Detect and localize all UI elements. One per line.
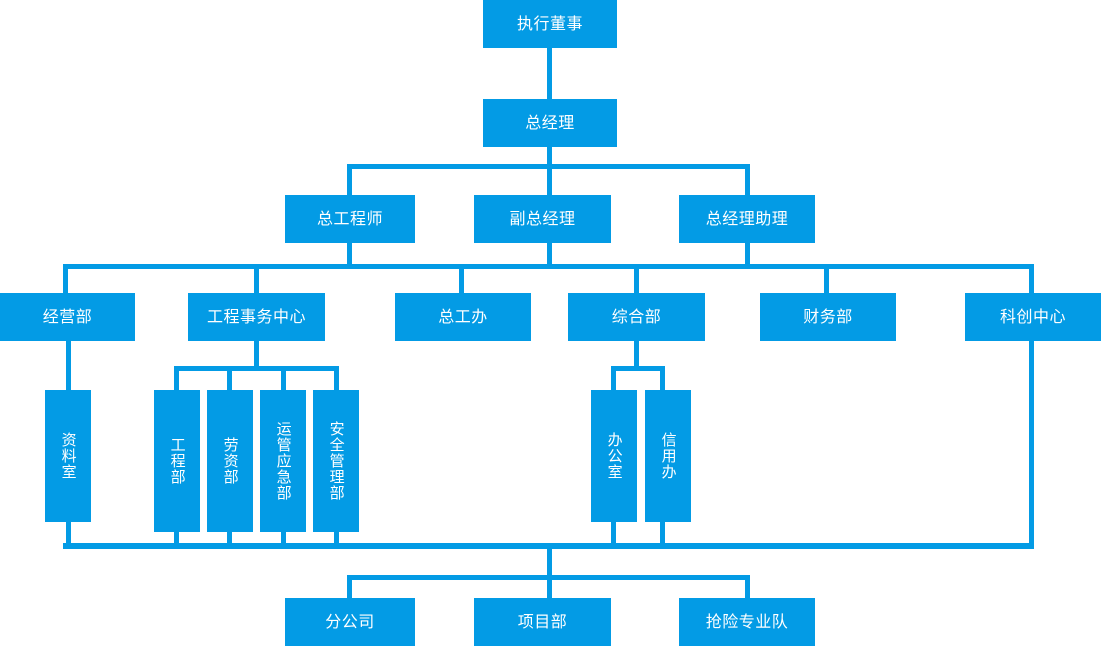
node-innovation-center[interactable]: 科创中心 [965,293,1101,341]
node-executive-director[interactable]: 执行董事 [483,0,617,48]
connector-drop-operations-dept [281,366,286,390]
node-label: 综合部 [611,306,662,326]
node-label: 项目部 [517,611,568,631]
node-label: 安全管理部 [327,421,346,501]
connector-business-to-archives [66,341,71,390]
node-label: 经营部 [42,306,93,326]
connector-l4-drop-chief-engineer-office [459,264,464,294]
connector-l4-drop-finance-dept [824,264,829,294]
node-label: 执行董事 [516,13,583,33]
connector-drop-labor-dept [227,366,232,390]
connector-l3-drop-deputy-gm [547,164,552,196]
node-label: 办公室 [605,432,624,480]
connector-l4-bus [63,264,1034,269]
node-labor-dept[interactable]: 劳资部 [207,390,253,532]
connector-drop-engineering-dept [174,366,179,390]
connector-l1-to-l2 [547,48,552,99]
node-label: 财务部 [803,306,853,326]
connector-l3-stem-chief-engineer [347,243,352,267]
node-label: 信用办 [659,432,678,480]
connector-labor-dept-to-bottom [227,532,232,545]
node-project-dept[interactable]: 项目部 [474,598,611,646]
node-label: 运管应急部 [274,421,293,501]
connector-l3-stem-deputy-gm [547,243,552,267]
node-label: 总工办 [438,306,488,326]
connector-l4-drop-comprehensive-dept [634,264,639,294]
node-business-dept[interactable]: 经营部 [0,293,135,341]
node-label: 科创中心 [999,306,1066,326]
connector-l3-drop-gm-assistant [745,164,750,196]
node-finance-dept[interactable]: 财务部 [760,293,896,341]
connector-engineering-center-bus [174,366,336,371]
connector-archives-to-bottom [66,522,71,545]
node-label: 抢险专业队 [705,611,789,631]
connector-bottom-stem [547,543,552,578]
connector-drop-credit-office [660,366,665,390]
connector-l2-stem [547,147,552,167]
node-label: 劳资部 [221,437,240,485]
node-label: 分公司 [325,611,375,631]
connector-comprehensive-bus [611,366,665,371]
node-deputy-general-manager[interactable]: 副总经理 [474,195,611,243]
node-label: 副总经理 [509,208,576,228]
connector-l4-drop-engineering-center [254,264,259,294]
connector-engineering-dept-to-bottom [174,532,179,545]
connector-l6-drop-project-dept [547,575,552,599]
node-label: 总经理助理 [705,208,789,228]
connector-comprehensive-stem [634,341,639,368]
connector-l3-drop-chief-engineer [347,164,352,196]
connector-l3-stem-gm-assistant [745,243,750,267]
node-emergency-rescue-team[interactable]: 抢险专业队 [679,598,815,646]
connector-engineering-center-stem [254,341,259,368]
connector-drop-safety-dept [334,366,339,390]
connector-safety-dept-to-bottom [334,532,339,545]
node-gm-assistant[interactable]: 总经理助理 [679,195,815,243]
connector-operations-dept-to-bottom [281,532,286,545]
connector-l6-drop-branch-company [347,575,352,599]
node-engineering-affairs-center[interactable]: 工程事务中心 [188,293,325,341]
node-chief-engineer[interactable]: 总工程师 [285,195,415,243]
connector-l4-drop-innovation-center [1029,264,1034,294]
node-credit-office[interactable]: 信用办 [645,390,691,522]
node-office[interactable]: 办公室 [591,390,637,522]
connector-office-to-bottom [611,522,616,545]
connector-innovation-to-bottom-bus [1029,341,1034,545]
connector-l4-drop-business-dept [63,264,68,294]
node-chief-engineer-office[interactable]: 总工办 [395,293,531,341]
node-archives-room[interactable]: 资料室 [45,390,91,522]
connector-drop-office [611,366,616,390]
node-branch-company[interactable]: 分公司 [285,598,415,646]
node-comprehensive-dept[interactable]: 综合部 [568,293,705,341]
connector-l6-drop-emergency-team [745,575,750,599]
connector-credit-office-to-bottom [660,522,665,545]
node-engineering-dept[interactable]: 工程部 [154,390,200,532]
node-general-manager[interactable]: 总经理 [483,99,617,147]
node-safety-management-dept[interactable]: 安全管理部 [313,390,359,532]
node-label: 总工程师 [316,208,383,228]
node-label: 工程部 [168,437,187,485]
node-label: 资料室 [59,432,78,480]
node-label: 总经理 [525,112,575,132]
node-label: 工程事务中心 [206,306,306,326]
node-operations-emergency-dept[interactable]: 运管应急部 [260,390,306,532]
